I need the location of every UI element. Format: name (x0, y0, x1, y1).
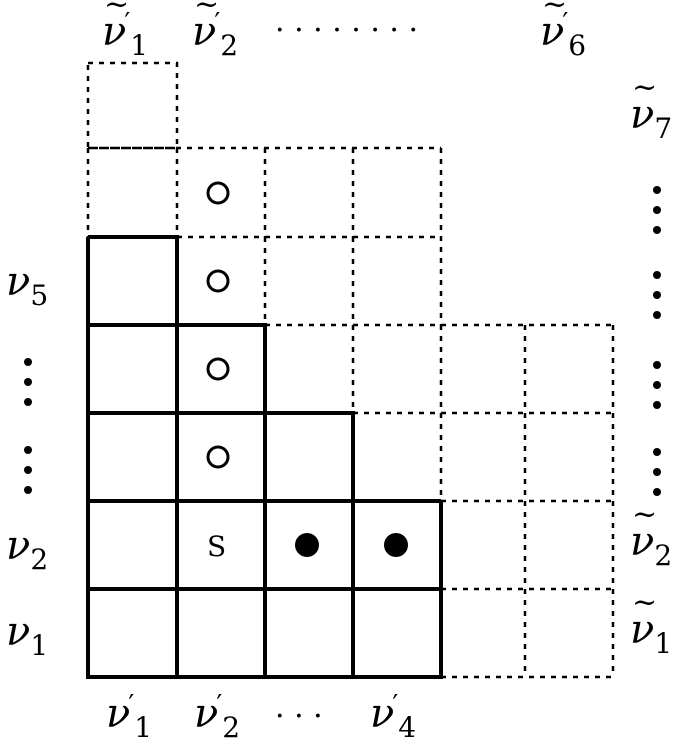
label-tilde-nu2: ν2 (630, 500, 672, 570)
label-nu1-prime: ν′1 (106, 690, 153, 744)
open-circle-markers (206, 181, 230, 469)
left-vertical-ellipsis-2 (23, 440, 33, 500)
left-vertical-ellipsis-1 (23, 352, 33, 412)
label-tilde-nu2-prime: ν′2 (192, 0, 238, 60)
filled-dot-markers (295, 533, 408, 557)
top-ellipsis: · · · · · · · · (275, 13, 419, 48)
right-vertical-ellipsis-3 (652, 355, 662, 415)
label-nu2-prime: ν′2 (194, 690, 241, 744)
s-cell-label: S (207, 530, 227, 563)
label-nu1: ν1 (6, 609, 49, 662)
right-vertical-ellipsis-4 (652, 442, 662, 502)
label-nu5: ν5 (6, 259, 49, 312)
dotted-cells (86, 61, 615, 679)
solid-cells (86, 235, 443, 679)
label-tilde-nu1-prime: ν′1 (102, 0, 148, 60)
bottom-ellipsis: · · · (275, 699, 323, 734)
label-tilde-nu1: ν1 (630, 588, 672, 658)
label-nu2: ν2 (6, 523, 49, 576)
label-tilde-nu6-prime: ν′6 (540, 0, 586, 60)
label-tilde-nu7: ν7 (630, 73, 672, 143)
right-vertical-ellipsis-1 (652, 180, 662, 240)
label-nu4-prime: ν′4 (370, 690, 417, 744)
right-vertical-ellipsis-2 (652, 265, 662, 325)
